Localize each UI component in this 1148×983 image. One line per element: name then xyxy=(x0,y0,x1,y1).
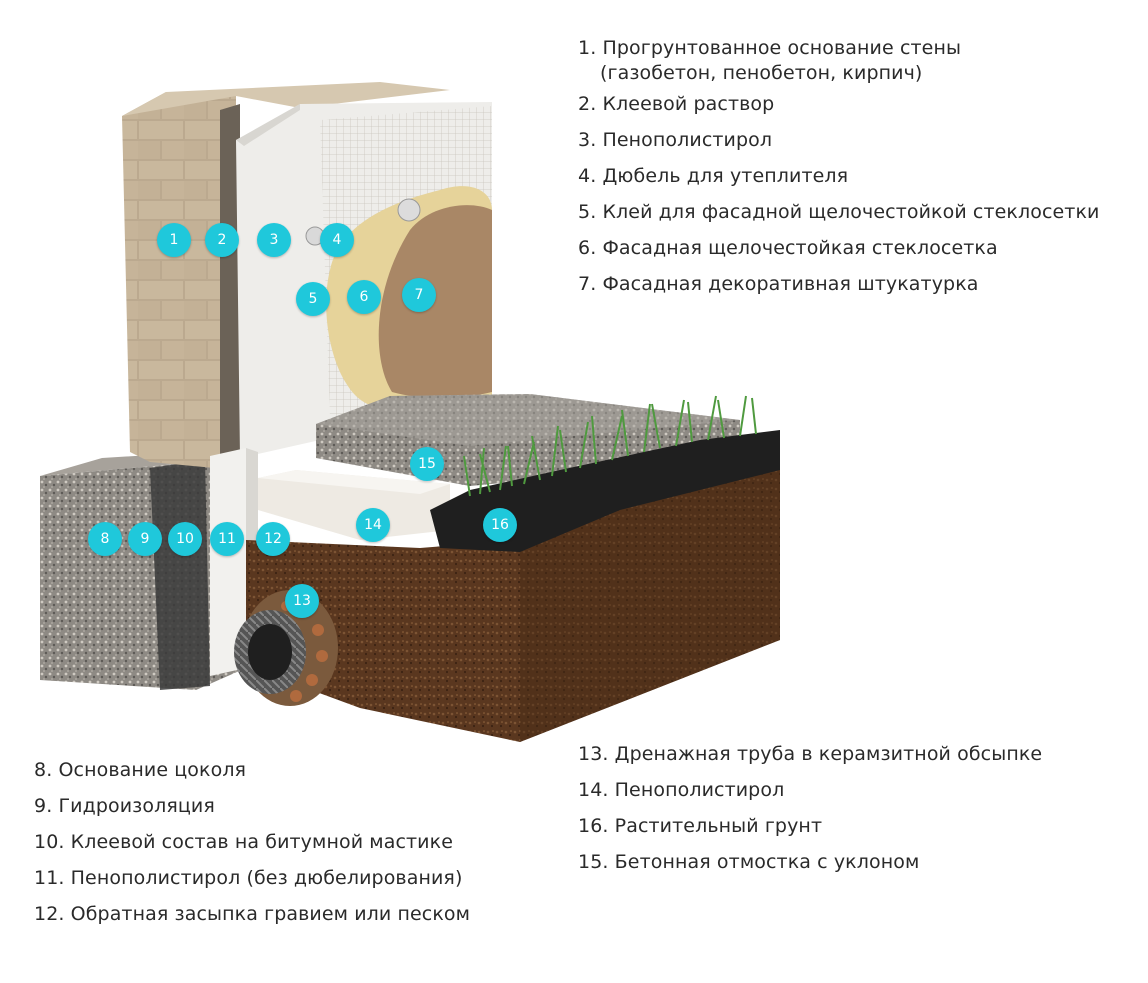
legend-item-4: 4. Дюбель для утеплителя xyxy=(578,165,849,187)
glue-layer xyxy=(220,104,240,466)
legend-item-7: 7. Фасадная декоративная штукатурка xyxy=(578,273,979,295)
legend-item-2: 2. Клеевой раствор xyxy=(578,93,775,115)
legend-plinth-layers: 8. Основание цоколя 9. Гидроизоляция 10.… xyxy=(34,752,470,932)
legend-item-6: 6. Фасадная щелочестойкая стеклосетка xyxy=(578,237,998,259)
legend-item-1-line2: (газобетон, пенобетон, кирпич) xyxy=(600,62,923,84)
legend-item-5: 5. Клей для фасадной щелочестойкой стекл… xyxy=(578,201,1100,223)
marker-4: 4 xyxy=(320,223,354,257)
legend-item-1: 1. Прогрунтованное основание стены (газо… xyxy=(578,30,1100,86)
dowel-head xyxy=(397,198,421,222)
plinth-foam xyxy=(210,448,246,676)
marker-5: 5 xyxy=(296,282,330,316)
marker-6: 6 xyxy=(347,280,381,314)
legend-item-12: 12. Обратная засыпка гравием или песком xyxy=(34,903,471,925)
brick-wall xyxy=(122,92,236,470)
marker-16: 16 xyxy=(483,508,517,542)
legend-item-15: 15. Бетонная отмостка с уклоном xyxy=(578,851,920,873)
foam-edge xyxy=(236,104,300,146)
legend-item-10: 10. Клеевой состав на битумной мастике xyxy=(34,831,453,853)
grass xyxy=(463,395,757,497)
marker-7: 7 xyxy=(402,278,436,312)
legend-item-13: 13. Дренажная труба в керамзитной обсыпк… xyxy=(578,743,1043,765)
topsoil-dark xyxy=(430,430,780,552)
legend-item-16: 16. Растительный грунт xyxy=(578,815,823,837)
decorative-plaster xyxy=(378,205,492,398)
waterproofing-layer xyxy=(150,460,210,690)
marker-12: 12 xyxy=(256,522,290,556)
brick-wall-top xyxy=(122,82,450,116)
marker-3: 3 xyxy=(257,223,291,257)
soil-side-texture xyxy=(520,468,780,742)
concrete-top xyxy=(316,394,740,446)
legend-item-8: 8. Основание цоколя xyxy=(34,759,247,781)
legend-item-1-line1: 1. Прогрунтованное основание стены xyxy=(578,37,962,59)
marker-9: 9 xyxy=(128,522,162,556)
marker-14: 14 xyxy=(356,508,390,542)
marker-11: 11 xyxy=(210,522,244,556)
legend-item-14: 14. Пенополистирол xyxy=(578,779,785,801)
marker-2: 2 xyxy=(205,223,239,257)
blind-area-foam-top xyxy=(258,470,450,494)
drain-pipe-inner xyxy=(248,624,292,680)
marker-15: 15 xyxy=(410,447,444,481)
legend-item-3: 3. Пенополистирол xyxy=(578,129,773,151)
legend-wall-layers: 1. Прогрунтованное основание стены (газо… xyxy=(578,30,1100,302)
legend-item-11: 11. Пенополистирол (без дюбелирования) xyxy=(34,867,463,889)
marker-8: 8 xyxy=(88,522,122,556)
marker-1: 1 xyxy=(157,223,191,257)
legend-item-9: 9. Гидроизоляция xyxy=(34,795,215,817)
legend-ground-layers: 13. Дренажная труба в керамзитной обсыпк… xyxy=(578,736,1042,880)
marker-10: 10 xyxy=(168,522,202,556)
marker-13: 13 xyxy=(285,584,319,618)
